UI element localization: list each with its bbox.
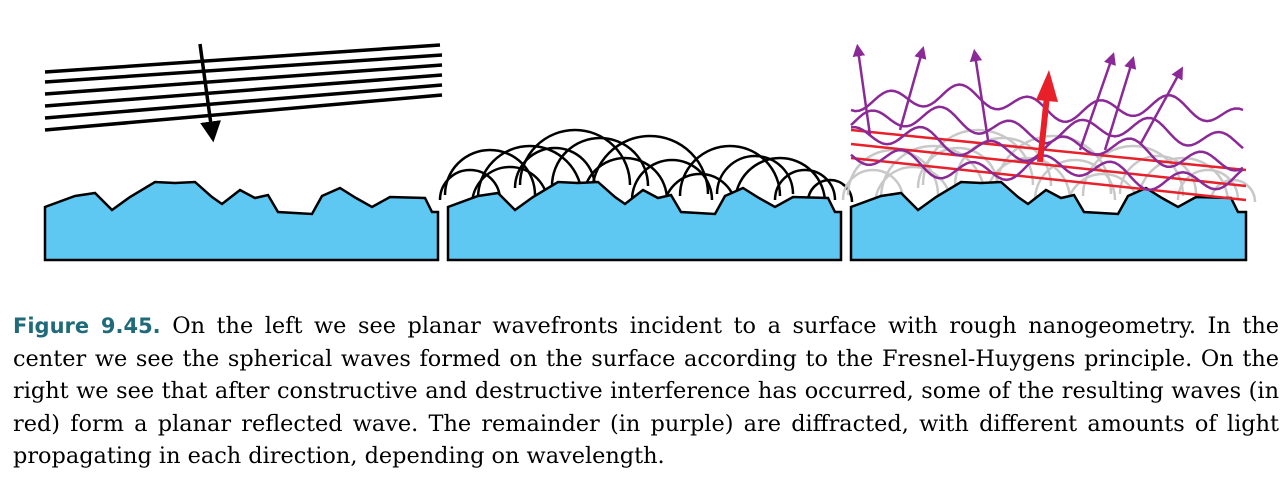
wavelet-arc — [715, 154, 795, 195]
wavelet-arc — [1118, 154, 1198, 195]
wavelet-arc — [806, 178, 854, 203]
wavelet-arc — [550, 136, 650, 187]
wavelet-arc — [916, 146, 1000, 189]
rough-surface-left — [43, 180, 440, 262]
caption-text: On the left we see planar wavefronts inc… — [13, 313, 1280, 469]
huygens-wavelets — [438, 128, 854, 211]
wavelet-arc — [1033, 158, 1117, 201]
panel-right — [841, 43, 1257, 262]
wavelet-arc — [513, 146, 597, 189]
diffracted-wave — [850, 148, 1244, 191]
figure-illustration — [43, 43, 1257, 262]
wavelet-arc — [476, 144, 584, 199]
panel-center — [438, 128, 854, 262]
incident-direction-arrow — [198, 43, 221, 143]
diffracted-wave — [850, 105, 1244, 150]
wavelet-arc — [733, 156, 827, 204]
reflected-wavefronts — [850, 128, 1247, 202]
figure-caption: Figure 9.45. On the left we see planar w… — [13, 310, 1279, 473]
wavelet-arc — [841, 168, 905, 201]
planar-wavefronts — [44, 43, 443, 132]
wavelet-arc — [678, 144, 782, 197]
diffracted-wave — [850, 125, 1244, 172]
wavelet-arc — [993, 134, 1113, 195]
diffracted-waves — [850, 83, 1244, 191]
wavelet-arc — [438, 168, 502, 201]
wavelet-arc — [443, 148, 537, 196]
wavelet-arc — [518, 128, 632, 186]
wavelet-arc — [590, 134, 710, 195]
diffracted-direction-arrows — [852, 43, 1184, 151]
wavelet-arc — [630, 158, 714, 201]
wavelet-arc — [879, 144, 987, 199]
rough-surface-center — [446, 180, 843, 262]
figure-label: Figure 9.45. — [13, 314, 161, 338]
panel-left — [43, 43, 443, 262]
wavelet-arc — [773, 168, 837, 201]
reflected-direction-arrow — [1036, 70, 1058, 163]
wavelet-arc — [1176, 168, 1240, 201]
